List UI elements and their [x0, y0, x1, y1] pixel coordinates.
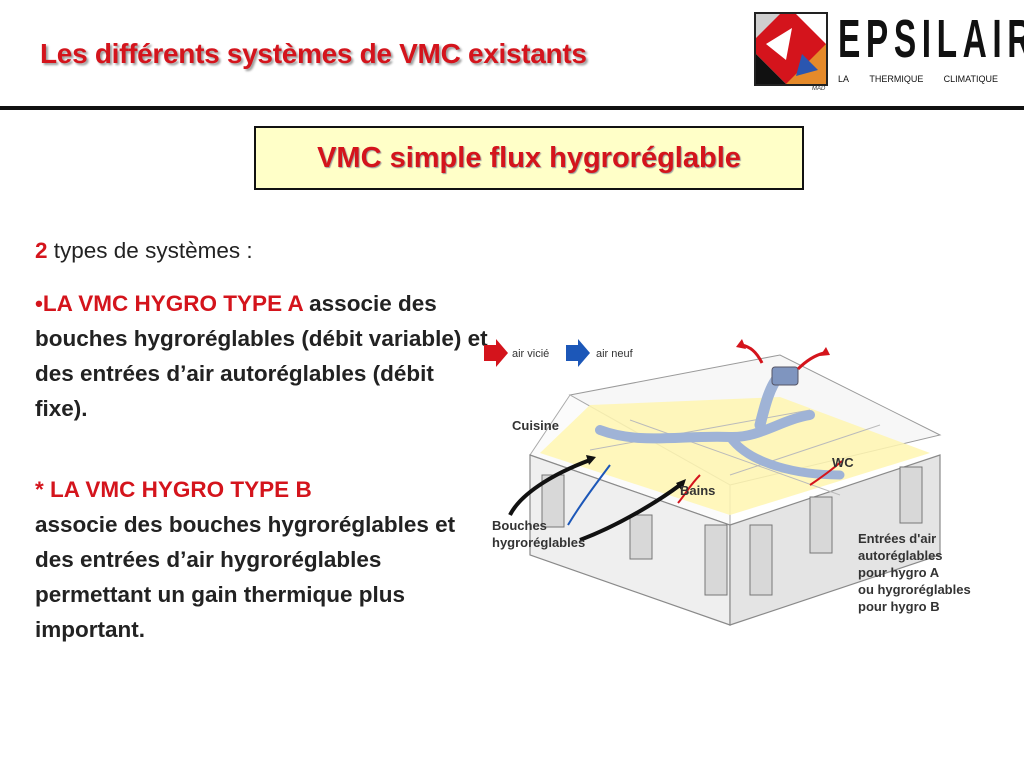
label-bouches-line2: hygroréglables [492, 535, 585, 550]
type-b-text: associe des bouches hygroréglables et de… [35, 512, 456, 642]
page-title: Les différents systèmes de VMC existants [40, 38, 587, 69]
label-cuisine: Cuisine [512, 418, 559, 433]
type-b-label: * LA VMC HYGRO TYPE B [35, 477, 312, 502]
logo-tagline-word: THERMIQUE [869, 74, 924, 84]
label-entrees-line1: Entrées d'air [858, 531, 936, 546]
type-a-bullet: • [35, 291, 43, 316]
logo-wordmark: EPSILAIR [838, 9, 1024, 69]
legend: air vicié air neuf [484, 339, 634, 367]
label-entrees-line4: ou hygroréglables [858, 582, 971, 597]
vmc-house-diagram: air vicié air neuf Cuisine WC [484, 339, 971, 626]
logo-mark-text: MAD [812, 86, 826, 92]
air-neuf-arrow-icon [566, 339, 590, 367]
label-bains: Bains [680, 483, 715, 498]
type-a-text: associe des bouches hygroréglables (débi… [35, 291, 488, 421]
header-divider [0, 106, 1024, 110]
label-entrees-line3: pour hygro A [858, 565, 940, 580]
intro-text: types de systèmes : [47, 238, 253, 263]
logo-tagline: LA THERMIQUE CLIMATIQUE [838, 74, 998, 84]
house-illustration [508, 339, 942, 626]
type-b-paragraph: * LA VMC HYGRO TYPE B associe des bouche… [35, 472, 475, 647]
label-entrees-line5: pour hygro B [858, 599, 940, 614]
intro-paragraph: 2 types de systèmes : [35, 233, 495, 268]
intro-number: 2 [35, 238, 48, 263]
type-a-paragraph: •LA VMC HYGRO TYPE A associe des bouches… [35, 286, 490, 426]
label-entrees-line2: autoréglables [858, 548, 943, 563]
logo-tagline-word: CLIMATIQUE [943, 74, 998, 84]
logo-tagline-word: LA [838, 74, 850, 84]
section-title: VMC simple flux hygroréglable [317, 141, 741, 174]
legend-air-neuf: air neuf [596, 348, 634, 360]
label-wc: WC [832, 455, 854, 470]
legend-air-vicie: air vicié [512, 348, 549, 360]
epsilair-logo-mark [754, 12, 828, 86]
section-title-box: VMC simple flux hygroréglable [254, 126, 804, 190]
type-a-label: LA VMC HYGRO TYPE A [42, 291, 303, 316]
air-vicie-arrow-icon [484, 339, 508, 367]
label-bouches-line1: Bouches [492, 518, 547, 533]
